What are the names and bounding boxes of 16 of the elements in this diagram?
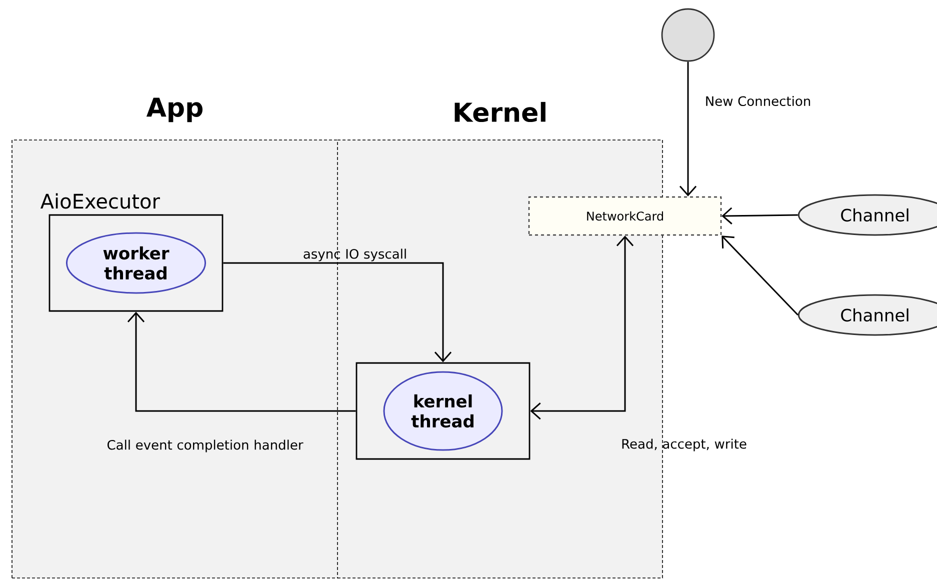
arrow — [722, 236, 798, 316]
arrow — [127, 312, 356, 412]
edge-label: New Connection — [706, 96, 810, 106]
arrow — [223, 262, 452, 362]
arrow — [679, 62, 697, 196]
node-label: Kernel — [454, 102, 546, 122]
arrow — [722, 207, 798, 224]
box — [356, 362, 530, 460]
circle — [661, 8, 715, 62]
node-label: App — [146, 98, 203, 122]
edge-label: Read, accept, write — [622, 438, 746, 452]
arrow — [530, 236, 634, 420]
node-label: AioExecutor — [40, 193, 160, 209]
network-card-box: NetworkCard — [528, 196, 722, 236]
edge-label: async IO syscall — [304, 248, 406, 262]
edge-label: Call event completion handler — [108, 440, 304, 452]
